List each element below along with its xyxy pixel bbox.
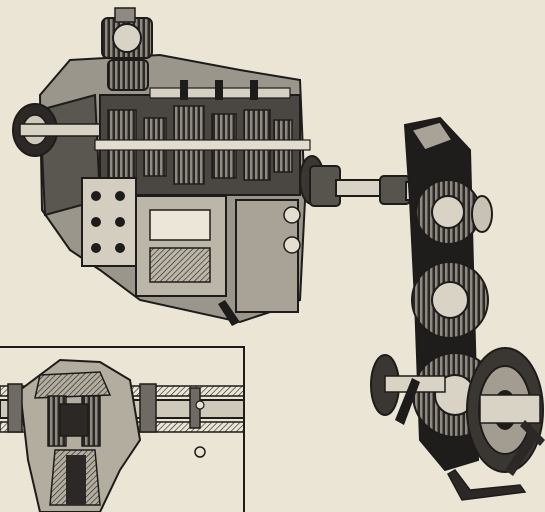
internal-gear-cluster xyxy=(94,80,311,196)
valve-body xyxy=(81,177,227,297)
axle-section-inset xyxy=(0,346,245,512)
propeller-shaft xyxy=(309,165,432,207)
top-gear-stack xyxy=(101,7,153,91)
wheel-hub-brake xyxy=(370,347,545,501)
